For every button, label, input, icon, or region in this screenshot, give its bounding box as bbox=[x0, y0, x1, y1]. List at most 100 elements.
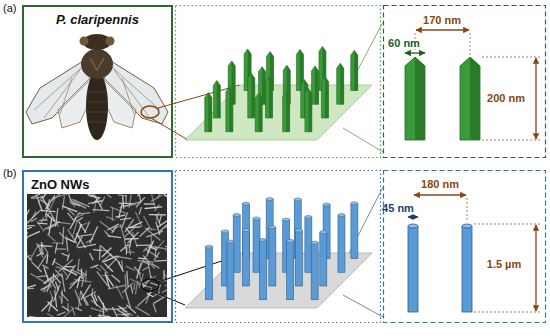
nanowire-texture bbox=[111, 207, 126, 213]
nanowire-texture bbox=[95, 266, 101, 270]
nanopillar bbox=[205, 93, 212, 132]
nanowire-texture bbox=[121, 245, 128, 251]
nanowire-texture bbox=[76, 214, 84, 217]
nanowire-texture bbox=[78, 270, 87, 275]
nanowire-texture bbox=[92, 289, 93, 295]
nanowire-texture bbox=[48, 234, 56, 240]
nanowire-texture bbox=[78, 292, 80, 309]
nanowire-texture bbox=[78, 244, 95, 247]
nanowire-texture bbox=[125, 196, 127, 203]
nanowire-texture bbox=[138, 258, 146, 260]
nanowire-texture bbox=[90, 253, 93, 259]
nanowire-texture bbox=[155, 260, 167, 262]
nanowire-texture bbox=[119, 307, 126, 309]
nanowire-texture bbox=[149, 246, 165, 248]
nanowire bbox=[311, 241, 318, 300]
nanowire-texture bbox=[42, 301, 52, 311]
nanowire-texture bbox=[86, 239, 93, 243]
nanowire-texture bbox=[85, 271, 87, 282]
nanowire-texture bbox=[49, 218, 52, 235]
nanopillar bbox=[351, 50, 358, 90]
nanowire-texture bbox=[154, 296, 166, 303]
nanowire-texture bbox=[63, 270, 67, 275]
nanowire-texture bbox=[79, 223, 86, 226]
nanowire-texture bbox=[27, 233, 28, 248]
nanowire-texture bbox=[31, 218, 36, 221]
nanowire bbox=[233, 214, 240, 273]
nanowire-texture bbox=[125, 202, 141, 206]
nanopillar bbox=[213, 81, 220, 118]
nanowire-texture bbox=[165, 227, 167, 232]
cicada-photo bbox=[26, 34, 168, 140]
nanowire-texture bbox=[31, 274, 46, 283]
nanowire-texture bbox=[70, 276, 81, 288]
nanowire-texture bbox=[116, 215, 125, 217]
zoom-line bbox=[343, 187, 383, 317]
nanowire-texture bbox=[118, 257, 131, 259]
nanowire-texture bbox=[43, 265, 49, 268]
detail-frame bbox=[384, 171, 546, 323]
nanowire-texture bbox=[101, 308, 118, 309]
nanowire-texture bbox=[137, 316, 146, 317]
nanowire-texture bbox=[53, 194, 59, 195]
panel-title: P. claripennis bbox=[53, 12, 142, 28]
nanowire-texture bbox=[166, 243, 167, 247]
zoom-frame bbox=[176, 6, 381, 158]
nanowire-texture bbox=[144, 203, 154, 204]
nanowire-texture bbox=[139, 208, 141, 214]
nanowire-texture bbox=[126, 228, 133, 236]
nanowire-texture bbox=[120, 224, 124, 238]
nanowire-texture bbox=[138, 256, 145, 271]
nanowire bbox=[260, 239, 267, 300]
nanowire-texture bbox=[61, 293, 68, 301]
nanowire-texture bbox=[27, 285, 35, 288]
nanopillar bbox=[321, 77, 328, 118]
nanowire-texture bbox=[41, 242, 48, 252]
nanowire-texture bbox=[106, 275, 113, 286]
nanowire-texture bbox=[38, 275, 48, 277]
panel-letter: (a) bbox=[3, 2, 16, 15]
nanowire bbox=[269, 226, 276, 286]
nanowire bbox=[253, 217, 260, 272]
nanowire-texture bbox=[93, 210, 109, 211]
nanowire-texture bbox=[27, 253, 28, 262]
nanowire-texture bbox=[93, 249, 101, 251]
nanowire-texture bbox=[66, 238, 75, 242]
nanowire-texture bbox=[157, 221, 166, 227]
panel-box: ZnO NWs bbox=[22, 170, 173, 323]
panel-letter: (b) bbox=[3, 167, 16, 180]
nanowire-texture bbox=[81, 291, 88, 305]
nanowire-texture bbox=[108, 256, 119, 268]
dimension-label: 200 nm bbox=[487, 92, 525, 105]
nanowire bbox=[206, 245, 213, 300]
nanowire-texture bbox=[108, 224, 119, 229]
nanowire-texture bbox=[85, 292, 95, 298]
nanowire bbox=[227, 240, 234, 300]
nanowire-texture bbox=[62, 274, 65, 292]
nanowire-texture bbox=[162, 289, 167, 293]
nanowire-texture bbox=[127, 271, 128, 286]
nanowire-texture bbox=[164, 195, 167, 203]
nanowire-texture bbox=[27, 256, 32, 260]
nanowire bbox=[242, 229, 249, 286]
nanopillar bbox=[311, 66, 318, 104]
nanowire-texture bbox=[125, 238, 138, 240]
nanowire-texture bbox=[89, 196, 100, 198]
nanowire-texture bbox=[68, 213, 74, 220]
zoom-frame bbox=[176, 171, 381, 323]
nanowire bbox=[338, 214, 345, 273]
sem-image bbox=[18, 183, 179, 328]
nanopillar-array bbox=[205, 46, 358, 131]
nanowire-texture bbox=[117, 314, 132, 316]
nanowire-texture bbox=[60, 233, 65, 238]
nanowire-texture bbox=[56, 248, 66, 250]
nanowire-texture bbox=[130, 239, 132, 247]
nanowire-texture bbox=[30, 316, 45, 317]
nanowire-texture bbox=[133, 284, 135, 290]
nanowire bbox=[287, 239, 294, 299]
nanowire-texture bbox=[124, 227, 135, 237]
panel-title: ZnO NWs bbox=[28, 177, 93, 193]
nanowire-texture bbox=[56, 220, 58, 227]
nanowire-texture bbox=[100, 265, 107, 273]
nanowire-texture bbox=[139, 194, 140, 201]
